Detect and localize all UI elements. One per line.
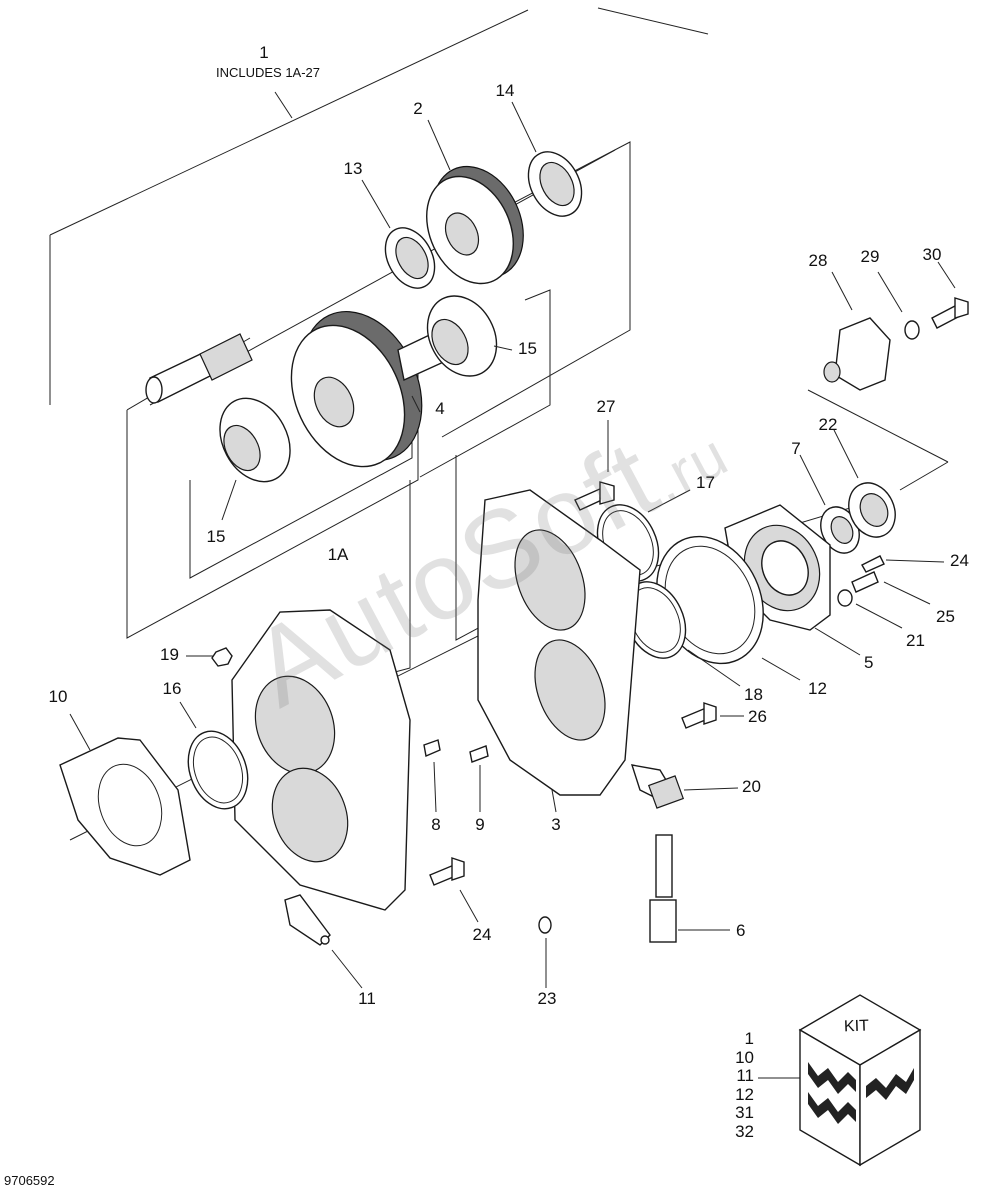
callout-12[interactable]: 12 [808,679,827,698]
callout-19[interactable]: 19 [160,645,179,664]
callout-10[interactable]: 10 [48,687,68,706]
callout-23[interactable]: 23 [537,989,557,1008]
callout-13[interactable]: 13 [343,159,363,178]
gear-2 [426,165,524,285]
bearing-15-upper [426,295,498,377]
kit-label: KIT [843,1017,870,1036]
assembly-bracket [49,7,709,405]
kit-item[interactable]: 10 [735,1047,754,1067]
seal-22 [848,482,896,538]
callout-1a[interactable]: 1A [327,545,349,564]
callout-15-lower[interactable]: 15 [206,527,226,546]
bearing-13 [384,227,436,289]
kit-box-graphic [798,994,922,1167]
callout-24-upper[interactable]: 24 [950,551,969,570]
bearing-14 [527,151,583,217]
callout-26[interactable]: 26 [748,707,767,726]
leader-lines [69,101,956,1079]
callout-18[interactable]: 18 [744,685,763,704]
callout-25[interactable]: 25 [936,607,955,626]
callout-28[interactable]: 28 [808,251,828,270]
bracket-11 [284,894,331,946]
callout-21[interactable]: 21 [906,631,925,650]
includes-note: INCLUDES 1A-27 [215,65,321,80]
bolt-26 [681,702,717,729]
kit-item[interactable]: 11 [736,1066,754,1085]
gear-4 [290,310,449,468]
callout-20[interactable]: 20 [742,777,761,796]
nut-19 [211,647,233,667]
tube-6 [649,834,677,943]
kit-item[interactable]: 32 [735,1121,754,1141]
housing-3 [477,489,641,796]
callout-27[interactable]: 27 [596,397,616,416]
callout-7[interactable]: 7 [791,439,801,458]
fittings-right [837,555,885,607]
assembly-number: 1 [259,43,269,62]
bearing-15-lower [219,397,291,483]
fitting-20 [630,764,685,809]
kit-item[interactable]: 12 [735,1084,754,1104]
plate-10 [59,737,191,876]
yoke-28 [823,317,891,391]
callout-17[interactable]: 17 [696,473,715,492]
callout-9[interactable]: 9 [475,815,485,834]
bolt-30 [931,297,969,329]
callout-29[interactable]: 29 [860,247,880,266]
pins [423,739,552,934]
figure-id: 9706592 [4,1173,55,1188]
callout-24-lower[interactable]: 24 [472,925,492,944]
callout-2[interactable]: 2 [413,99,423,118]
shaft [145,333,253,404]
callout-8[interactable]: 8 [431,815,441,834]
callout-16[interactable]: 16 [162,679,182,698]
cover-1a [231,609,411,911]
kit-item-list: 1 10 11 12 31 32 [716,1029,754,1141]
seal-7 [820,506,860,554]
callout-30[interactable]: 30 [922,245,942,264]
callout-22[interactable]: 22 [818,415,838,434]
callout-4[interactable]: 4 [435,399,445,418]
bolt-24-lower [429,857,465,886]
washer-29 [904,320,920,340]
callout-14[interactable]: 14 [495,81,515,100]
kit-item[interactable]: 1 [744,1029,754,1048]
kit-item[interactable]: 31 [735,1103,754,1122]
bolt-27 [574,481,615,511]
callout-5[interactable]: 5 [864,653,874,672]
callout-6[interactable]: 6 [736,921,746,940]
o-ring-16 [187,730,249,810]
callout-3[interactable]: 3 [551,815,561,834]
callout-15-upper[interactable]: 15 [518,339,537,358]
callout-11[interactable]: 11 [358,989,376,1008]
